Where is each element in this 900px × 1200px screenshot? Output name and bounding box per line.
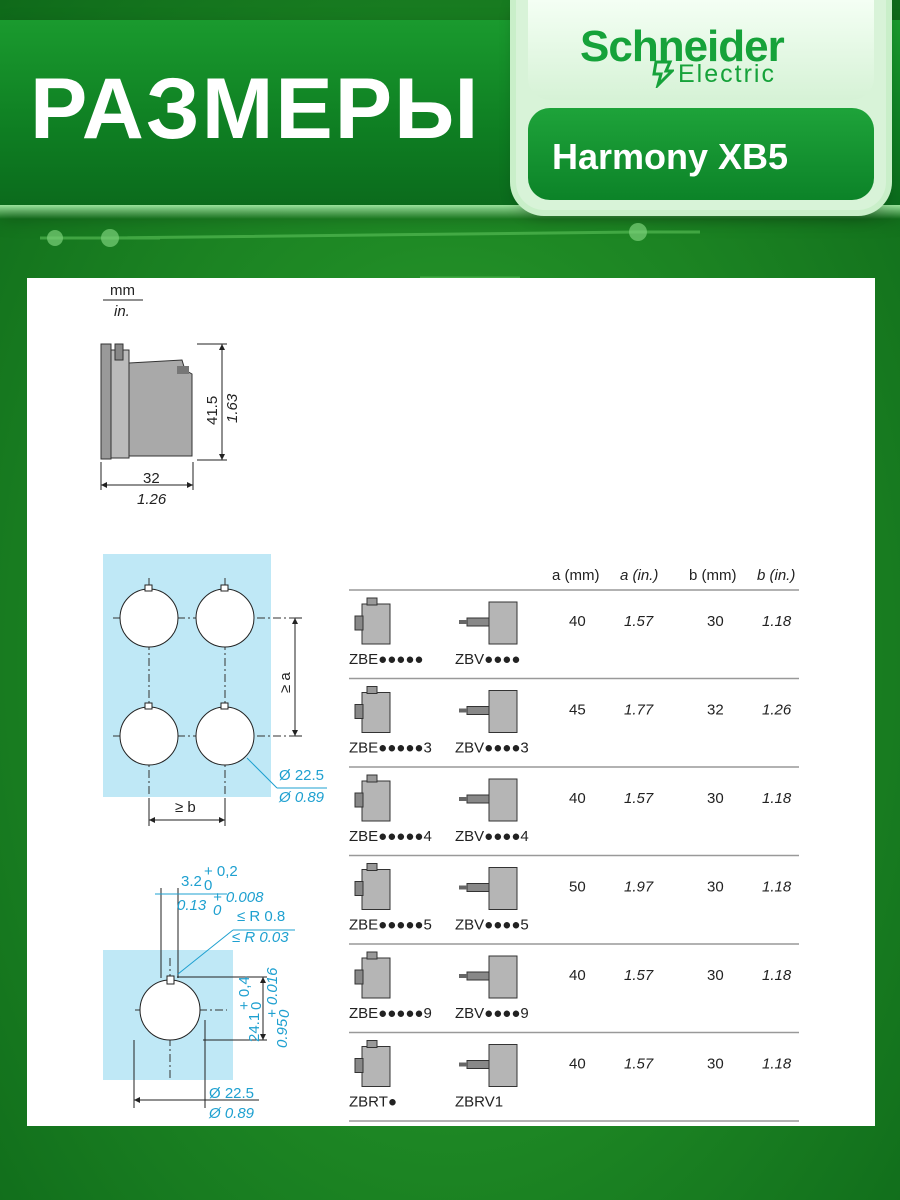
dimension-drawings: mm in. 32 1.26 41.5 1.63 [100,282,799,1122]
table-row: ZBE●●●●● ZBV●●●● 40 1.57 30 1.18 [349,597,799,680]
depth-mm-tol: + 0,4 [236,976,253,1010]
logo-brand-sub: Electric [678,60,776,88]
b-in-value: 1.18 [762,1056,792,1073]
a-mm-value: 50 [569,879,586,896]
table-row: ZBE●●●●●4 ZBV●●●●4 40 1.57 30 1.18 [349,774,799,857]
block-width-mm: 32 [143,470,160,487]
ref-left: ZBRT● [349,1094,397,1111]
a-in-value: 1.97 [624,879,654,896]
ref-right: ZBV●●●●5 [455,917,529,934]
contact-block-icon [354,597,391,645]
key-width-in: 0.13 [177,897,207,914]
spacing-a-label: ≥ a [277,672,294,693]
b-mm-value: 30 [707,1056,724,1073]
brand-card: Schneider Electric Harmony XB5 [516,0,886,210]
header-a-in: a (in.) [620,567,658,584]
light-block-icon [459,955,518,999]
page-title: РАЗМЕРЫ [30,61,481,157]
depth-in-low: 0 [276,1009,293,1018]
key-width-in-tol: + 0.008 [213,889,264,906]
table-row: ZBE●●●●●9 ZBV●●●●9 40 1.57 30 1.18 [349,951,799,1034]
depth-mm-low: 0 [248,1002,265,1010]
ref-right: ZBV●●●●3 [455,740,529,757]
a-mm-value: 40 [569,790,586,807]
b-in-value: 1.26 [762,702,792,719]
key-width-mm-tol: + 0,2 [204,863,238,880]
ref-left: ZBE●●●●●5 [349,917,432,934]
depth-mm: 24.1 [246,1013,263,1042]
dimension-sheet: mm in. 32 1.26 41.5 1.63 [27,278,875,1126]
b-mm-value: 30 [707,613,724,630]
a-mm-value: 40 [569,967,586,984]
a-in-value: 1.57 [624,790,654,807]
ref-left: ZBE●●●●● [349,651,423,668]
a-mm-value: 45 [569,702,586,719]
block-height-mm: 41.5 [204,396,221,425]
grid-hole-mm: Ø 22.5 [279,767,324,784]
grid-hole-in: Ø 0.89 [278,789,325,806]
ref-right: ZBV●●●●4 [455,828,529,845]
key-width-mm: 3.2 [181,873,202,890]
b-in-value: 1.18 [762,790,792,807]
header-b-mm: b (mm) [689,567,737,584]
b-mm-value: 32 [707,702,724,719]
key-width-in-low: 0 [213,902,222,919]
contact-block-icon [354,686,391,733]
b-in-value: 1.18 [762,967,792,984]
light-block-icon [459,867,518,910]
unit-mm: mm [110,282,135,299]
light-block-icon [459,778,518,822]
panel-grid-drawing [103,554,327,826]
series-badge: Harmony XB5 [528,108,874,200]
light-block-icon [459,1044,518,1087]
hole-diameter-in: Ø 0.89 [208,1105,255,1122]
series-name: Harmony XB5 [552,136,789,177]
table-row: ZBE●●●●●3 ZBV●●●●3 45 1.77 32 1.26 [349,686,799,768]
light-block-icon [459,601,518,645]
hole-detail-drawing [103,888,295,1108]
a-mm-value: 40 [569,613,586,630]
logo-brand-name: Schneider [580,22,785,71]
a-in-value: 1.57 [624,967,654,984]
table-row: ZBE●●●●●5 ZBV●●●●5 50 1.97 30 1.18 [349,863,799,945]
key-width-mm-low: 0 [204,877,212,894]
ref-left: ZBE●●●●●9 [349,1005,432,1022]
contact-block-icon [354,774,391,822]
a-in-value: 1.57 [624,1056,654,1073]
radius-in: ≤ R 0.03 [232,929,289,946]
radius-mm: ≤ R 0.8 [237,908,285,925]
b-mm-value: 30 [707,879,724,896]
depth-in: 0.95 [274,1018,291,1048]
b-mm-value: 30 [707,790,724,807]
light-block-icon [459,690,518,733]
contact-block-icon [354,1040,391,1087]
b-in-value: 1.18 [762,879,792,896]
contact-block-icon [354,863,391,910]
a-in-value: 1.57 [624,613,654,630]
spacing-b-label: ≥ b [175,799,196,816]
hole-diameter-mm: Ø 22.5 [209,1085,254,1102]
table-header: a (mm) a (in.) b (mm) b (in.) [552,567,795,584]
ref-right: ZBV●●●●9 [455,1005,529,1022]
contact-block-side-view [100,343,227,490]
contact-block-icon [354,951,391,999]
header-b-in: b (in.) [757,567,795,584]
table-row: ZBRT● ZBRV1 40 1.57 30 1.18 [349,1040,799,1122]
header-a-mm: a (mm) [552,567,600,584]
b-in-value: 1.18 [762,613,792,630]
ref-right: ZBRV1 [455,1094,503,1111]
depth-in-tol: + 0.016 [264,967,281,1018]
unit-in: in. [114,303,130,320]
ref-right: ZBV●●●● [455,651,520,668]
block-width-in: 1.26 [137,491,167,508]
ref-left: ZBE●●●●●3 [349,740,432,757]
schneider-logo: Schneider Electric [528,0,874,100]
ref-left: ZBE●●●●●4 [349,828,432,845]
block-height-in: 1.63 [224,393,241,423]
logo-mark-icon [652,60,674,88]
a-mm-value: 40 [569,1056,586,1073]
b-mm-value: 30 [707,967,724,984]
a-in-value: 1.77 [624,702,654,719]
